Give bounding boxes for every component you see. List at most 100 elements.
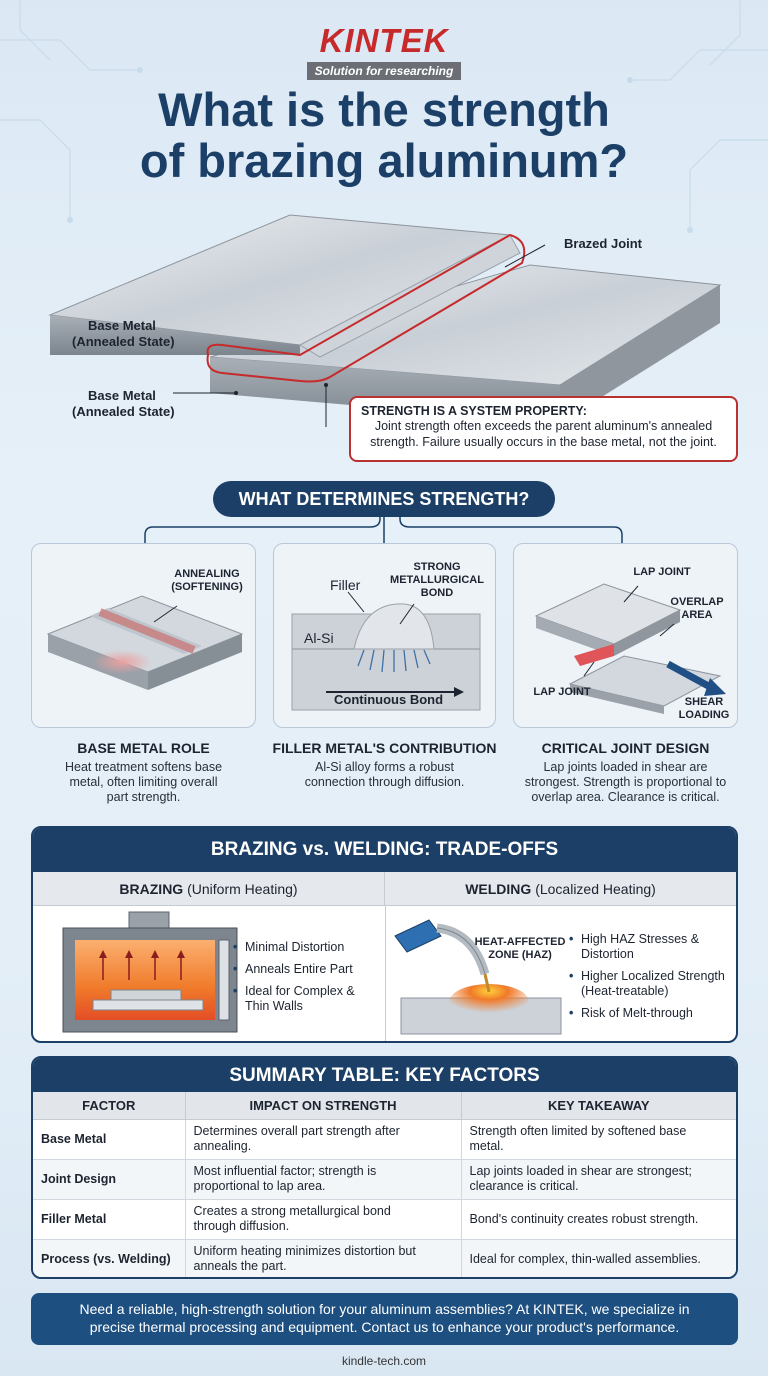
table-row: Process (vs. Welding) Uniform heating mi… xyxy=(33,1239,736,1277)
determines-connector-lines xyxy=(144,515,623,543)
card-base-metal-illustration: ANNEALING (SOFTENING) xyxy=(31,543,256,728)
welding-bullet-1-line-1: High HAZ Stresses & xyxy=(581,932,700,946)
takeaway-text-1: Lap joints loaded in shear are strongest… xyxy=(469,1164,692,1178)
takeaway-text-1: Strength often limited by softened base xyxy=(469,1124,687,1138)
impact-text-2: through diffusion. xyxy=(193,1219,290,1233)
impact-text-1: Most influential factor; strength is xyxy=(193,1164,377,1178)
filler-desc-2: connection through diffusion. xyxy=(304,775,465,789)
furnace-icon xyxy=(62,911,238,1033)
base-metal-top-label: Base Metal (Annealed State) xyxy=(72,318,175,350)
base-metal-bottom-line-2: (Annealed State) xyxy=(72,404,175,419)
bond-label-line-2: METALLURGICAL xyxy=(390,574,484,586)
base-metal-bottom-label: Base Metal (Annealed State) xyxy=(72,388,175,420)
page-title: What is the strength of brazing aluminum… xyxy=(0,84,768,186)
summary-table-panel: SUMMARY TABLE: KEY FACTORS FACTOR IMPACT… xyxy=(31,1056,738,1279)
column-header-takeaway: KEY TAKEAWAY xyxy=(461,1092,736,1120)
brand-name: KINTEK xyxy=(319,22,449,59)
tradeoffs-heading: BRAZING vs. WELDING: TRADE-OFFS xyxy=(33,828,736,872)
brand-logo: KINTEK Solution for researching xyxy=(0,22,768,80)
strength-system-callout: STRENGTH IS A SYSTEM PROPERTY: Joint str… xyxy=(349,396,738,462)
callout-line-1: Joint strength often exceeds the parent … xyxy=(374,419,713,433)
base-metal-desc-3: part strength. xyxy=(106,790,181,804)
shear-label-line-1: SHEAR xyxy=(684,696,724,708)
base-metal-role-desc: Heat treatment softens base metal, often… xyxy=(31,760,256,805)
takeaway-cell: Bond's continuity creates robust strengt… xyxy=(461,1199,736,1240)
haz-label-line-2: ZONE (HAZ) xyxy=(488,949,552,961)
alsi-label: Al-Si xyxy=(304,630,334,646)
welding-bullet-1: High HAZ Stresses & Distortion xyxy=(569,932,736,962)
welding-bullet-2: Higher Localized Strength (Heat-treatabl… xyxy=(569,969,736,999)
brazing-bullet-3: Ideal for Complex & Thin Walls xyxy=(233,984,383,1014)
lap-joint-bottom-label: LAP JOINT xyxy=(533,686,591,698)
bond-label-line-3: BOND xyxy=(420,587,454,599)
takeaway-text-2: clearance is critical. xyxy=(469,1179,579,1193)
base-metal-bottom-line-1: Base Metal xyxy=(88,388,156,403)
contact-cta-banner[interactable]: Need a reliable, high-strength solution … xyxy=(31,1293,738,1345)
lap-joint-icon xyxy=(534,583,726,714)
welding-bullet-3: Risk of Melt-through xyxy=(569,1006,736,1021)
haz-label: HEAT-AFFECTED ZONE (HAZ) xyxy=(465,936,575,962)
brazing-bullet-3-line-2: Thin Walls xyxy=(245,999,303,1013)
annealing-plate-icon xyxy=(46,595,244,690)
takeaway-cell: Lap joints loaded in shear are strongest… xyxy=(461,1159,736,1200)
base-metal-desc-1: Heat treatment softens base xyxy=(64,760,223,774)
welding-subheader: WELDING (Localized Heating) xyxy=(384,872,736,905)
hero-brazed-plates-illustration xyxy=(48,214,722,427)
impact-text-1: Creates a strong metallurgical bond xyxy=(193,1204,391,1218)
base-metal-desc-2: metal, often limiting overall xyxy=(69,775,218,789)
impact-text-1: Uniform heating minimizes distortion but xyxy=(193,1244,416,1258)
shear-loading-label: SHEAR LOADING xyxy=(672,696,736,722)
determines-heading: WHAT DETERMINES STRENGTH? xyxy=(213,481,555,517)
filler-desc-1: Al-Si alloy forms a robust xyxy=(315,760,454,774)
tradeoffs-subheader: BRAZING (Uniform Heating) WELDING (Local… xyxy=(33,872,736,906)
welding-torch-icon xyxy=(394,919,562,1035)
page-title-line-2: of brazing aluminum? xyxy=(139,134,629,187)
website-link[interactable]: kindle-tech.com xyxy=(341,1354,427,1368)
joint-desc-3: overlap area. Clearance is critical. xyxy=(531,790,720,804)
bond-label-line-1: STRONG xyxy=(413,561,461,573)
shear-label-line-2: LOADING xyxy=(678,709,730,721)
filler-metal-title: FILLER METAL'S CONTRIBUTION xyxy=(272,740,497,756)
column-header-factor: FACTOR xyxy=(33,1092,186,1120)
factor-cell: Process (vs. Welding) xyxy=(33,1239,186,1277)
brazing-vs-welding-panel: BRAZING vs. WELDING: TRADE-OFFS BRAZING … xyxy=(31,826,738,1043)
page-title-line-1: What is the strength xyxy=(158,83,610,136)
factor-cell: Filler Metal xyxy=(33,1199,186,1240)
takeaway-text-2: metal. xyxy=(469,1139,504,1153)
brazing-bullet-1: Minimal Distortion xyxy=(233,940,383,955)
joint-desc-2: strongest. Strength is proportional to xyxy=(524,775,727,789)
brazing-bullets: Minimal Distortion Anneals Entire Part I… xyxy=(233,940,383,1014)
column-header-impact: IMPACT ON STRENGTH xyxy=(185,1092,462,1120)
welding-bullet-1-line-2: Distortion xyxy=(581,947,634,961)
lap-joint-top-label: LAP JOINT xyxy=(633,566,691,578)
joint-design-desc: Lap joints loaded in shear are strongest… xyxy=(505,760,746,805)
welding-bullet-2-line-2: (Heat-treatable) xyxy=(581,984,669,998)
filler-metal-desc: Al-Si alloy forms a robust connection th… xyxy=(273,760,496,790)
base-metal-top-line-2: (Annealed State) xyxy=(72,334,175,349)
welding-bullets: High HAZ Stresses & Distortion Higher Lo… xyxy=(569,932,736,1028)
column-divider xyxy=(385,906,386,1041)
impact-text-2: annealing. xyxy=(193,1139,252,1153)
base-metal-role-title: BASE METAL ROLE xyxy=(77,740,210,756)
impact-text-2: anneals the part. xyxy=(193,1259,287,1273)
continuous-bond-label: Continuous Bond xyxy=(334,692,444,707)
brazed-joint-label: Brazed Joint xyxy=(564,236,643,251)
joint-design-title: CRITICAL JOINT DESIGN xyxy=(541,740,710,756)
brazing-bullet-2: Anneals Entire Part xyxy=(233,962,383,977)
impact-text-2: proportional to lap area. xyxy=(193,1179,326,1193)
welding-bullet-2-line-1: Higher Localized Strength xyxy=(581,969,725,983)
annealing-label-line-1: ANNEALING xyxy=(174,568,240,580)
metallurgical-bond-label: STRONG METALLURGICAL BOND xyxy=(382,561,492,600)
overlap-label-line-1: OVERLAP xyxy=(670,596,724,608)
card-filler-metal-illustration: Filler STRONG METALLURGICAL BOND Al-Si C… xyxy=(273,543,496,728)
callout-line-2: strength. Failure usually occurs in the … xyxy=(370,435,717,449)
impact-text-1: Determines overall part strength after xyxy=(193,1124,400,1138)
impact-cell: Uniform heating minimizes distortion but… xyxy=(185,1239,462,1277)
brand-tagline: Solution for researching xyxy=(306,62,462,80)
welding-detail: (Localized Heating) xyxy=(535,881,656,897)
annealing-label: ANNEALING (SOFTENING) xyxy=(162,568,252,594)
